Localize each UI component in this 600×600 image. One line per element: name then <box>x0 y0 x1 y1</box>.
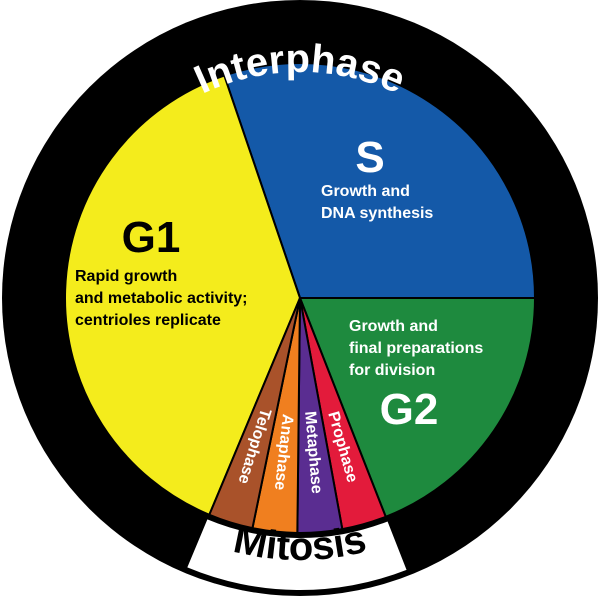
g1-phase-text: G1 Rapid growth and metabolic activity; … <box>75 213 248 329</box>
g2-phase-name: G2 <box>380 385 439 434</box>
metaphase-label: Metaphase <box>301 411 325 495</box>
g2-phase-desc-line-3: for division <box>349 362 435 379</box>
telophase-wedge <box>208 297 301 530</box>
g1-phase-desc-line-1: Rapid growth <box>75 268 177 285</box>
s-phase-desc-line-2: DNA synthesis <box>321 205 433 222</box>
g2-phase-desc-line-1: Growth and <box>349 318 438 335</box>
mitosis-band <box>187 519 407 590</box>
phase-wedges <box>64 62 536 534</box>
g1-phase-desc-line-3: centrioles replicate <box>75 312 221 329</box>
g1-phase-wedge <box>64 74 301 516</box>
s-phase-name: S <box>355 133 384 182</box>
s-phase-desc-line-1: Growth and <box>321 183 410 200</box>
g2-phase-desc-line-2: final preparations <box>349 340 483 357</box>
g2-phase-text: Growth and final preparations for divisi… <box>349 318 483 434</box>
mitosis-label: Mitosis <box>230 517 370 569</box>
g2-phase-wedge <box>299 297 536 518</box>
s-phase-text: S Growth and DNA synthesis <box>321 133 433 222</box>
g1-phase-name: G1 <box>122 213 181 262</box>
g1-phase-desc-line-2: and metabolic activity; <box>75 290 248 307</box>
s-phase-wedge <box>223 62 536 299</box>
